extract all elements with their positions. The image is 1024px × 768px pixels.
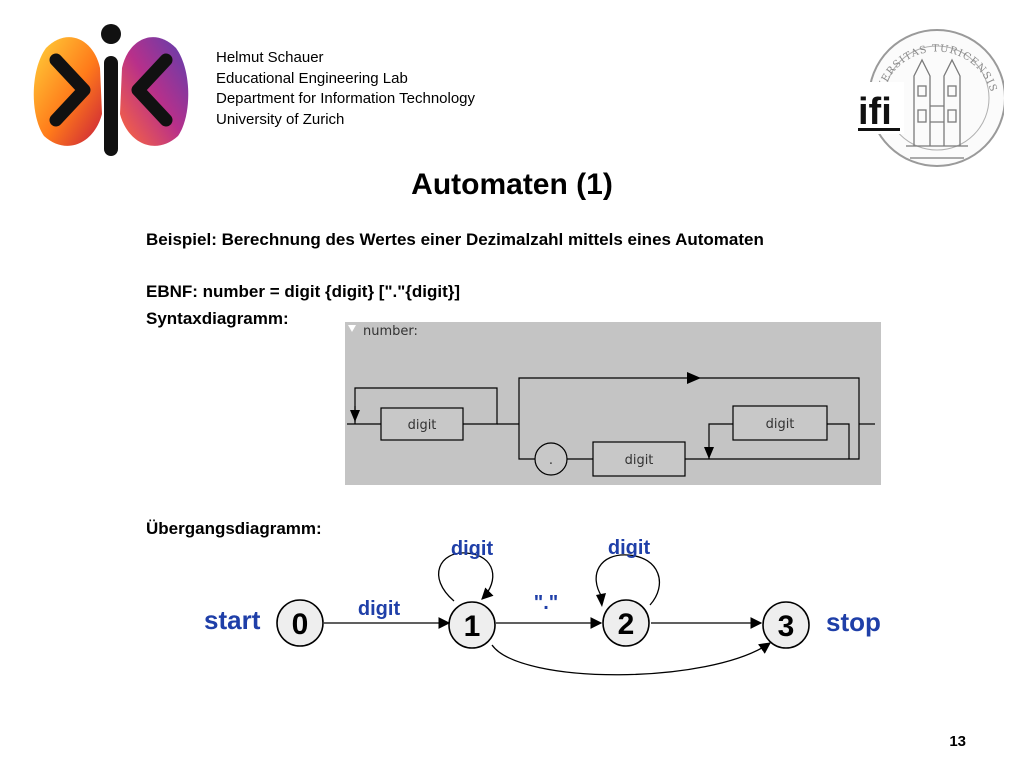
department-name: Department for Information Technology xyxy=(216,90,476,107)
edge-label-0-1: digit xyxy=(358,598,401,620)
author-block: Helmut Schauer Educational Engineering L… xyxy=(216,48,475,130)
transition-diagram-label: Übergangsdiagramm: xyxy=(146,519,322,538)
arrow-right-icon xyxy=(687,372,701,384)
ifi-text: ifi xyxy=(858,91,892,133)
syntax-diagram: number: digit digit digit . xyxy=(345,322,881,485)
transition-diagram: 0 1 2 3 start stop digit digit "." digit xyxy=(190,525,910,695)
lab-name: Educational Engineering Lab xyxy=(216,69,408,87)
ieel-logo xyxy=(28,18,194,162)
syntax-header: number: xyxy=(363,324,418,339)
digit-box xyxy=(732,405,828,441)
digit-box-label: digit xyxy=(408,418,437,433)
digit-box xyxy=(592,441,686,477)
arrow-down-icon xyxy=(350,410,360,422)
university-name: University of Zurich xyxy=(216,110,345,128)
state-0 xyxy=(276,599,324,647)
digit-box xyxy=(380,407,464,441)
loop-label-1: digit xyxy=(451,538,494,560)
state-1-label: 1 xyxy=(464,610,481,643)
start-label: start xyxy=(204,605,261,635)
digit-box-label: digit xyxy=(766,417,795,432)
collapse-triangle-icon xyxy=(348,325,356,332)
stop-label: stop xyxy=(826,607,881,637)
dot-label: . xyxy=(549,453,553,468)
arrow-head-icon xyxy=(596,593,606,607)
arrow-down-icon xyxy=(704,447,714,459)
edge-label-1-2: "." xyxy=(534,592,559,614)
author-name: Helmut Schauer xyxy=(216,49,324,66)
state-2-label: 2 xyxy=(618,608,635,641)
ebnf-text: EBNF: number = digit {digit} ["."{digit}… xyxy=(146,282,461,301)
ifi-seal-logo: UNIVERSITAS TURICENSIS ifi xyxy=(852,26,1006,170)
slide-title: Automaten (1) xyxy=(411,168,613,201)
digit-box-label: digit xyxy=(625,453,654,468)
state-0-label: 0 xyxy=(292,608,309,641)
page-number: 13 xyxy=(949,733,966,750)
dot-terminal xyxy=(534,442,568,476)
loop-label-2: digit xyxy=(608,537,651,559)
state-3-label: 3 xyxy=(778,610,795,643)
state-3 xyxy=(762,601,810,649)
state-2 xyxy=(602,599,650,647)
state-1 xyxy=(448,601,496,649)
intro-text: Beispiel: Berechnung des Wertes einer De… xyxy=(146,230,764,249)
syntax-diagram-label: Syntaxdiagramm: xyxy=(146,309,289,328)
